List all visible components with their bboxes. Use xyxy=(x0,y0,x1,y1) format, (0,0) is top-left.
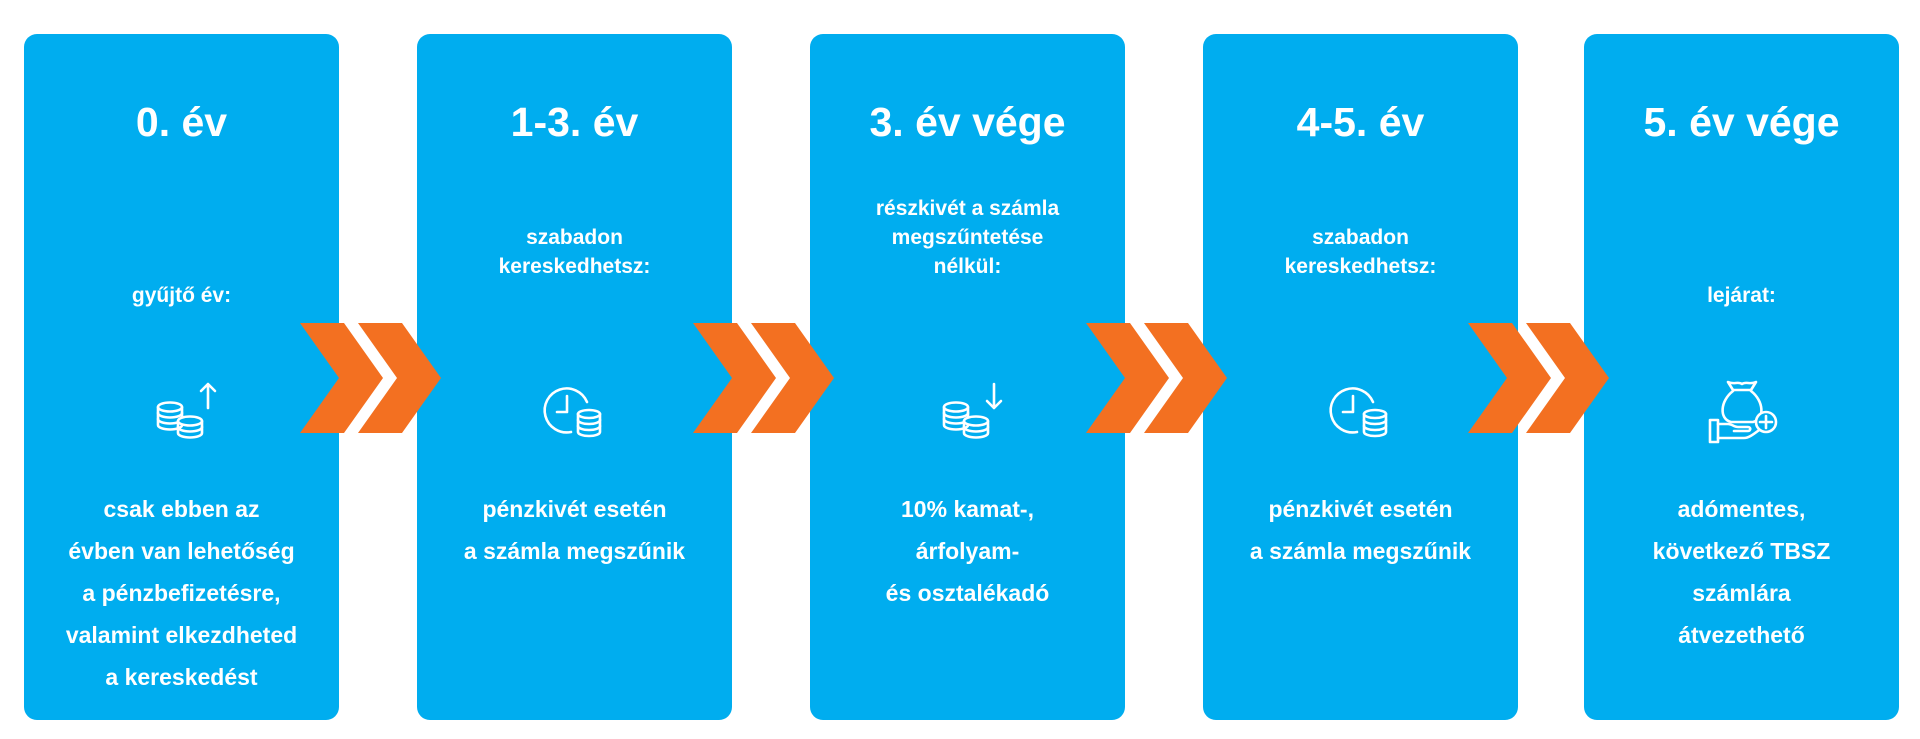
step-description: pénzkivét esetén a számla megszűnik xyxy=(417,488,732,572)
step-description-line: csak ebben az xyxy=(103,496,260,522)
step-description-line: a kereskedést xyxy=(105,664,258,690)
step-description-line: adómentes, xyxy=(1677,496,1806,522)
coins-up-arrow-icon xyxy=(144,374,220,450)
double-chevron-right-icon xyxy=(298,323,443,433)
step-card-0: 0. év gyűjtő év: csak ebben az évben van… xyxy=(24,34,339,720)
double-chevron-right-icon xyxy=(691,323,836,433)
step-subtitle: lejárat: xyxy=(1584,281,1899,310)
step-title: 3. év vége xyxy=(869,99,1066,145)
step-description-line: évben van lehetőség xyxy=(68,538,295,564)
step-description-line: 10% kamat-, xyxy=(901,496,1034,522)
step-card-4: 5. év vége lejárat: adómentes, következő… xyxy=(1584,34,1899,720)
step-description-line: a pénzbefizetésre, xyxy=(82,580,281,606)
step-subtitle-line: részkivét a számla xyxy=(875,197,1060,220)
step-subtitle-line: lejárat: xyxy=(1707,284,1776,307)
step-subtitle-line: megszűntetése xyxy=(891,226,1044,249)
step-description-line: átvezethető xyxy=(1678,622,1805,648)
step-subtitle: szabadon kereskedhetsz: xyxy=(417,223,732,281)
step-description-line: és osztalékadó xyxy=(885,580,1050,606)
step-subtitle-line: szabadon xyxy=(1312,226,1409,249)
coins-down-arrow-icon xyxy=(930,374,1006,450)
money-bag-hand-plus-icon xyxy=(1704,374,1780,450)
step-description-line: pénzkivét esetén xyxy=(482,496,667,522)
clock-coins-icon xyxy=(1323,374,1399,450)
step-subtitle-line: nélkül: xyxy=(933,255,1002,278)
step-description-line: a számla megszűnik xyxy=(463,538,686,564)
step-card-1: 1-3. év szabadon kereskedhetsz: pénzkivé… xyxy=(417,34,732,720)
step-description-line: a számla megszűnik xyxy=(1249,538,1472,564)
step-card-3: 4-5. év szabadon kereskedhetsz: pénzkivé… xyxy=(1203,34,1518,720)
step-subtitle-line: kereskedhetsz: xyxy=(498,255,651,278)
step-description-line: pénzkivét esetén xyxy=(1268,496,1453,522)
step-subtitle-line: gyűjtő év: xyxy=(131,284,232,307)
step-description: pénzkivét esetén a számla megszűnik xyxy=(1203,488,1518,572)
step-subtitle: részkivét a számla megszűntetése nélkül: xyxy=(810,194,1125,281)
step-title: 1-3. év xyxy=(510,99,639,145)
step-description: csak ebben az évben van lehetőség a pénz… xyxy=(24,488,339,698)
step-title: 5. év vége xyxy=(1643,99,1840,145)
step-description: 10% kamat-, árfolyam- és osztalékadó xyxy=(810,488,1125,614)
step-subtitle: gyűjtő év: xyxy=(24,281,339,310)
clock-coins-icon xyxy=(537,374,613,450)
step-description-line: következő TBSZ xyxy=(1652,538,1831,564)
step-description-line: számlára xyxy=(1692,580,1791,606)
double-chevron-right-icon xyxy=(1466,323,1611,433)
double-chevron-right-icon xyxy=(1084,323,1229,433)
step-title: 0. év xyxy=(135,99,228,145)
step-subtitle: szabadon kereskedhetsz: xyxy=(1203,223,1518,281)
step-description: adómentes, következő TBSZ számlára átvez… xyxy=(1584,488,1899,656)
step-description-line: árfolyam- xyxy=(915,538,1020,564)
step-subtitle-line: szabadon xyxy=(526,226,623,249)
step-subtitle-line: kereskedhetsz: xyxy=(1284,255,1437,278)
step-title: 4-5. év xyxy=(1296,99,1425,145)
step-description-line: valamint elkezdheted xyxy=(65,622,298,648)
step-card-2: 3. év vége részkivét a számla megszűntet… xyxy=(810,34,1125,720)
